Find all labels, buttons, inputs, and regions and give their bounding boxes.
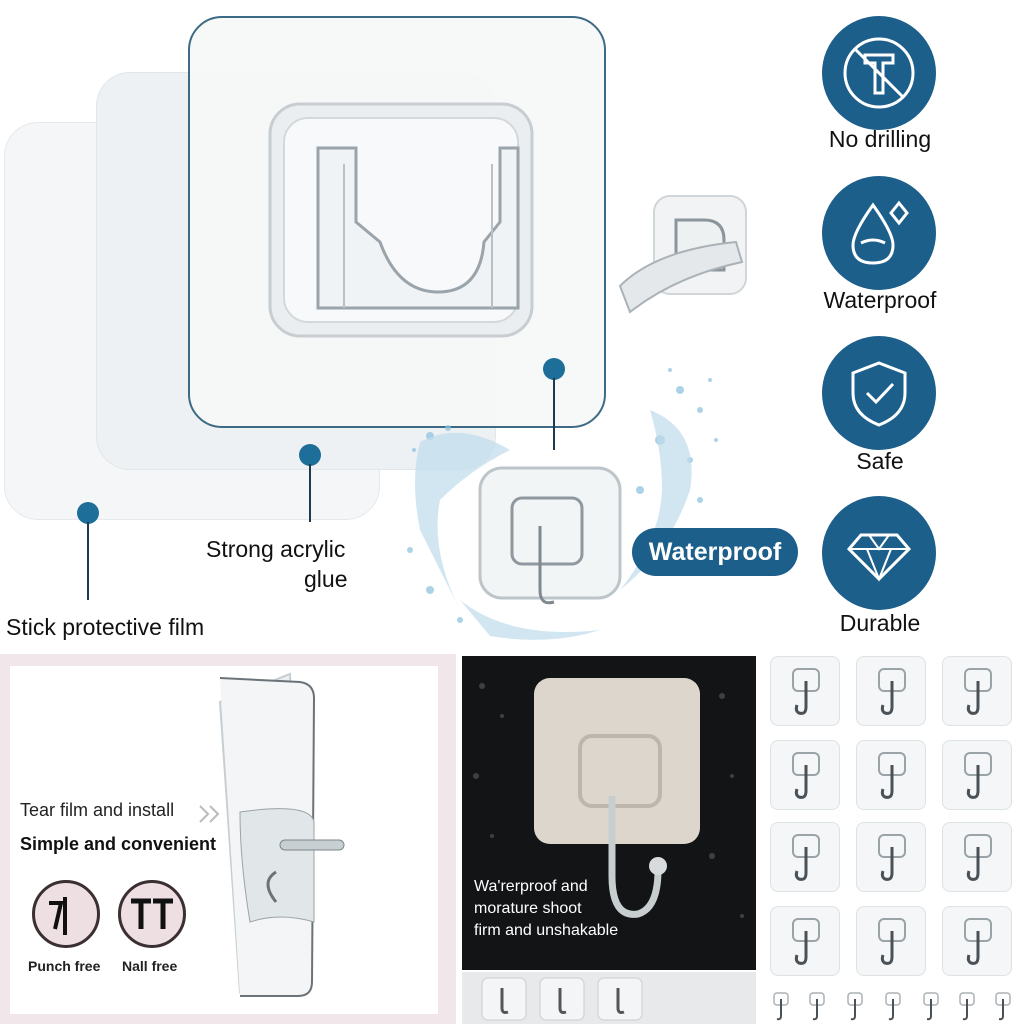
dark-caption-line2: morature shoot xyxy=(474,900,582,917)
callout-dot-glue xyxy=(299,444,321,466)
feature-durable-label: Durable xyxy=(839,610,921,636)
wet-hook-illustration xyxy=(473,678,744,918)
hook-icon xyxy=(878,752,906,799)
small-hook-sample xyxy=(618,195,747,314)
small-hook-icon xyxy=(885,992,901,1021)
hook-base-layer xyxy=(188,16,606,428)
small-hook-icon xyxy=(773,992,789,1021)
nail-free-circle xyxy=(118,880,186,948)
hook-tile xyxy=(942,740,1012,810)
hook-icon xyxy=(964,752,992,799)
punch-tool-icon xyxy=(49,897,67,935)
glue-label-line2: glue xyxy=(304,566,348,592)
hook-icon xyxy=(964,668,992,715)
small-hook-icon xyxy=(995,992,1011,1021)
callout-line-top xyxy=(553,378,555,450)
hook-tile xyxy=(856,656,926,726)
punch-free-circle xyxy=(32,880,100,948)
no-drill-icon xyxy=(843,37,915,109)
feature-safe-label: Safe xyxy=(856,448,904,474)
callout-dot-top xyxy=(543,358,565,380)
hook-tile xyxy=(942,656,1012,726)
callout-line-glue xyxy=(309,464,311,522)
hook-tile xyxy=(770,656,840,726)
hook-holder-icon xyxy=(268,102,534,338)
hook-icon xyxy=(878,918,906,965)
small-hook-icon xyxy=(923,992,939,1021)
hook-tile xyxy=(770,906,840,976)
film-label: Stick protective film xyxy=(6,614,205,640)
hook-tile xyxy=(770,740,840,810)
hooks-strip xyxy=(462,972,756,1024)
double-chevron-right-icon xyxy=(199,805,220,823)
callout-dot-film xyxy=(77,502,99,524)
hook-tile xyxy=(856,906,926,976)
hook-icon xyxy=(964,834,992,881)
dark-caption-line1: Wa'rerproof and xyxy=(474,878,588,895)
dark-caption-line3: firm and unshakable xyxy=(474,922,619,939)
wet-wall-panel xyxy=(462,656,756,970)
nail-icon xyxy=(131,898,173,929)
simple-convenient-text: Simple and convenient xyxy=(20,834,217,854)
callout-line-film xyxy=(87,522,89,600)
hook-tile xyxy=(856,740,926,810)
diamond-icon xyxy=(846,533,912,582)
tear-film-text: Tear film and install xyxy=(20,800,175,820)
hook-icon xyxy=(878,834,906,881)
peel-film-illustration xyxy=(218,672,345,997)
glue-label-line1: Strong acrylic xyxy=(206,536,346,562)
hook-tile xyxy=(942,906,1012,976)
feature-no-drilling-circle xyxy=(822,16,936,130)
hook-icon xyxy=(878,668,906,715)
nail-free-label: Nall free xyxy=(122,958,178,974)
feature-waterproof-label: Waterproof xyxy=(823,287,937,313)
feature-waterproof-circle xyxy=(822,176,936,290)
waterproof-badge: Waterproof xyxy=(632,528,798,576)
small-hook-icon xyxy=(809,992,825,1021)
hook-icon xyxy=(792,752,820,799)
hook-tile xyxy=(856,822,926,892)
dark-panel-caption: Wa'rerproof and morature shoot firm and … xyxy=(474,876,674,942)
small-hook-icon xyxy=(959,992,975,1021)
hook-tile xyxy=(770,822,840,892)
water-drop-icon xyxy=(851,200,909,265)
strip-hooks-illustration xyxy=(481,977,643,1021)
punch-free-label: Punch free xyxy=(28,958,101,974)
water-splash-illustration xyxy=(407,368,718,640)
hook-icon xyxy=(964,918,992,965)
shield-check-icon xyxy=(851,361,907,427)
feature-durable-circle xyxy=(822,496,936,610)
hook-icon xyxy=(792,918,820,965)
hook-icon xyxy=(792,834,820,881)
small-hook-icon xyxy=(847,992,863,1021)
feature-safe-circle xyxy=(822,336,936,450)
hook-icon xyxy=(792,668,820,715)
feature-no-drilling-label: No drilling xyxy=(828,126,932,152)
hook-tile xyxy=(942,822,1012,892)
